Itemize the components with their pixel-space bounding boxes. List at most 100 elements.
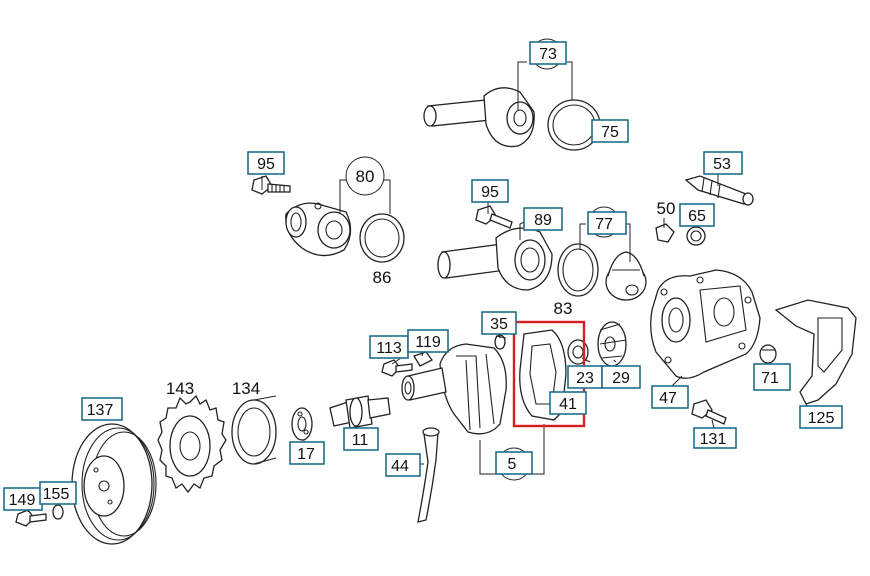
callout-box: [703, 151, 743, 175]
gasket-125-drawing: [774, 299, 857, 405]
callout-35[interactable]: 35: [481, 311, 517, 335]
callout-box: [693, 427, 737, 449]
callout-77[interactable]: 77: [587, 206, 627, 238]
callout-ring: [345, 156, 385, 196]
callout-number: 75: [601, 124, 619, 141]
thermostat-housing-lower-drawing: [437, 227, 553, 291]
callout-number: 77: [595, 216, 613, 233]
callout-number: 44: [391, 458, 409, 475]
callout-box: [407, 329, 449, 353]
callout-11[interactable]: 11: [343, 427, 379, 451]
callout-number: 53: [713, 156, 731, 173]
callout-box: [343, 427, 379, 451]
callout-number: 23: [576, 370, 594, 387]
callout-box: [799, 405, 843, 429]
impeller-29-drawing: [597, 321, 627, 367]
seal-ring-65-drawing: [686, 226, 706, 246]
callout-box: [247, 151, 285, 175]
callout-23[interactable]: 23: [567, 365, 603, 389]
callout-113[interactable]: 113: [369, 335, 409, 359]
callout-119[interactable]: 119: [407, 329, 449, 353]
callout-number: 29: [612, 370, 630, 387]
callout-number: 41: [559, 396, 577, 413]
callout-box: [753, 363, 791, 391]
callout-86[interactable]: 86: [373, 268, 392, 287]
thermostat-housing-middle-drawing: [285, 202, 352, 257]
callout-number: 5: [508, 456, 517, 473]
bolt-131-drawing: [691, 399, 727, 425]
hose-44-drawing: [417, 427, 440, 523]
thermostat-drawing: [605, 251, 647, 301]
callout-number: 143: [166, 379, 194, 398]
bushing-71-drawing: [759, 344, 777, 364]
callout-65[interactable]: 65: [679, 203, 715, 227]
callout-143[interactable]: 143: [166, 379, 194, 398]
callout-44[interactable]: 44: [385, 453, 421, 477]
callout-box: [651, 385, 689, 409]
washer-155-drawing: [52, 504, 64, 520]
callout-89[interactable]: 89: [523, 207, 563, 231]
callout-number: 95: [481, 184, 499, 201]
callout-number: 119: [415, 334, 441, 351]
callout-number: 89: [534, 212, 552, 229]
callout-box: [471, 179, 509, 203]
bolt-95-left-drawing: [251, 175, 291, 195]
callout-box: [591, 119, 629, 143]
callout-75[interactable]: 75: [591, 119, 629, 143]
bolt-113-drawing: [381, 359, 413, 377]
callout-125[interactable]: 125: [799, 405, 843, 429]
callout-number: 149: [9, 492, 36, 509]
callout-number: 50: [657, 199, 676, 218]
callout-number: 47: [659, 390, 677, 407]
callout-131[interactable]: 131: [693, 427, 737, 449]
o-ring-83-drawing: [557, 243, 599, 297]
pump-shaft-11-drawing: [329, 395, 391, 429]
washer-119-drawing: [413, 351, 433, 367]
callout-41[interactable]: 41: [549, 391, 587, 415]
callout-number: 86: [373, 268, 392, 287]
callout-box: [481, 311, 517, 335]
callout-83[interactable]: 83: [554, 299, 573, 318]
callout-71[interactable]: 71: [753, 363, 791, 391]
callout-number: 35: [490, 316, 508, 333]
callout-137[interactable]: 137: [81, 397, 123, 421]
callout-box: [39, 481, 77, 505]
callout-number: 131: [700, 431, 727, 448]
callout-95-left[interactable]: 95: [247, 151, 285, 175]
sprocket-143-drawing: [157, 394, 227, 494]
callout-155[interactable]: 155: [39, 481, 77, 505]
callout-number: 73: [539, 46, 557, 63]
water-pump-drawing: [401, 343, 507, 435]
pump-housing-drawing: [650, 269, 761, 379]
callout-box: [523, 207, 563, 231]
callout-number: 65: [688, 208, 706, 225]
callout-box: [601, 365, 641, 389]
callout-134[interactable]: 134: [232, 379, 260, 398]
callout-number: 17: [297, 446, 315, 463]
callout-number: 155: [43, 486, 70, 503]
thermostat-housing-upper-drawing: [423, 87, 535, 148]
callout-box: [81, 397, 123, 421]
callout-149[interactable]: 149: [3, 487, 43, 511]
callout-number: 11: [352, 432, 369, 449]
callout-47[interactable]: 47: [651, 385, 689, 409]
callout-50[interactable]: 50: [657, 199, 676, 218]
callout-box: [587, 211, 627, 235]
callout-number: 83: [554, 299, 573, 318]
bolt-149-drawing: [15, 509, 47, 527]
callout-80[interactable]: 80: [345, 156, 385, 196]
callout-box: [679, 203, 715, 227]
callout-29[interactable]: 29: [601, 365, 641, 389]
callout-5[interactable]: 5: [495, 447, 533, 481]
callout-95-right[interactable]: 95: [471, 179, 509, 203]
callout-number: 137: [87, 402, 114, 419]
plug-50-drawing: [655, 223, 675, 243]
bolt-95-right-drawing: [475, 205, 513, 229]
callout-box: [495, 451, 533, 475]
callout-73[interactable]: 73: [529, 38, 567, 70]
callout-number: 125: [808, 410, 835, 427]
callout-number: 95: [257, 156, 275, 173]
callout-number: 80: [356, 167, 375, 186]
callout-53[interactable]: 53: [703, 151, 743, 175]
callout-17[interactable]: 17: [289, 441, 325, 465]
